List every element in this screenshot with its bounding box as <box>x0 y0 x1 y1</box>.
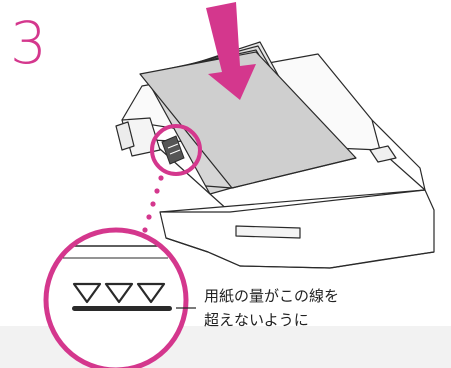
down-arrow-icon <box>206 2 256 100</box>
tray-left-guide-tab <box>115 121 135 151</box>
magnifier-small-ring <box>150 124 202 176</box>
magnifier-connector <box>142 175 164 233</box>
tray-top-edge <box>160 189 426 213</box>
tray-rear-guide <box>369 145 397 163</box>
paper-stack <box>139 41 357 195</box>
guide-clip-detail <box>161 135 185 165</box>
triangle-limit-mark-icon <box>72 282 166 304</box>
magnifier-large-ring <box>43 227 189 368</box>
tray-front-groove <box>235 225 301 239</box>
magnifier-large <box>43 227 189 368</box>
caption: 用紙の量がこの線を 超えないように <box>204 284 404 332</box>
magnifier-small <box>150 124 202 176</box>
tray-right-rail <box>371 119 426 191</box>
caption-line-1: 用紙の量がこの線を <box>204 287 340 305</box>
paper-stack-edge <box>205 157 357 189</box>
step-number: 3 <box>10 9 47 77</box>
caption-line-2: 超えないように <box>204 311 309 329</box>
tray-front-lip <box>165 237 435 269</box>
paper-limit-line <box>72 306 172 311</box>
